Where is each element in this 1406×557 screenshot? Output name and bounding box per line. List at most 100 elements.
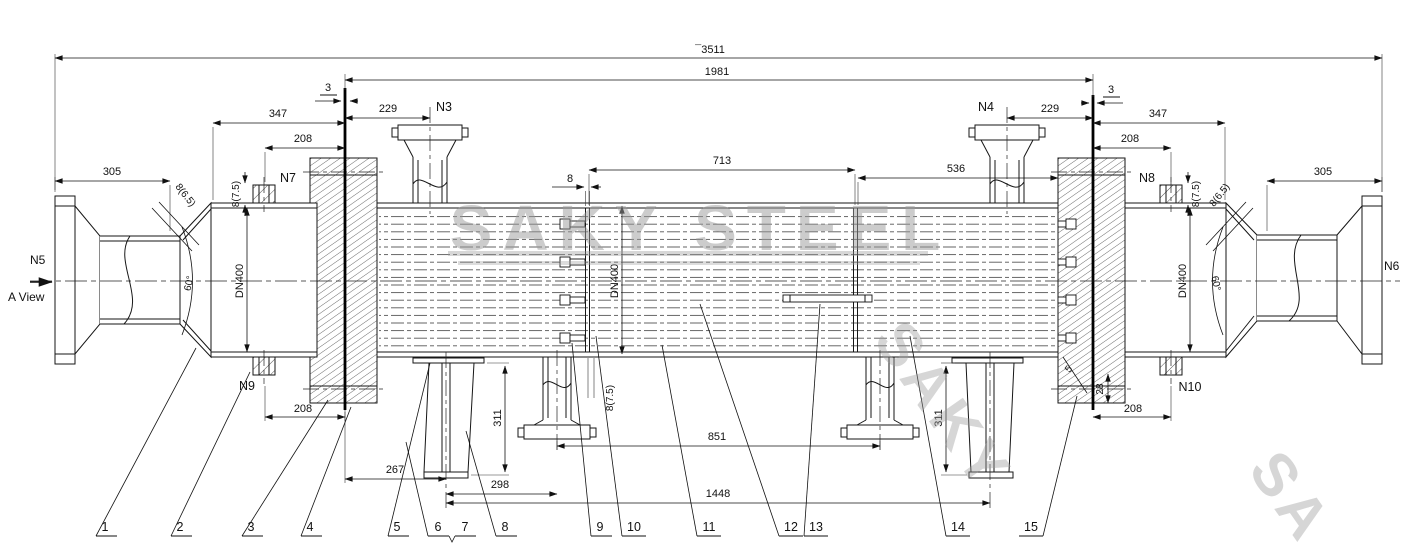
svg-text:713: 713 (713, 155, 731, 167)
svg-text:8(7.5): 8(7.5) (1191, 181, 1202, 207)
tie-rod-nuts-left (559, 218, 586, 344)
part-label: 2 (177, 520, 184, 534)
dimension-347-right: 347 (1092, 108, 1226, 200)
saddle-left (412, 352, 485, 508)
coupling-n10 (1159, 350, 1183, 384)
dimension-8-7.5-bottom-nozzle: 8(7.5) (587, 358, 616, 411)
svg-text:DN400: DN400 (234, 264, 246, 298)
dimension-229-left: 229 (344, 103, 431, 121)
watermark-corner: SA (1236, 439, 1346, 556)
label-n6: N6 (1384, 259, 1400, 273)
part-callouts: 1 2 3 4 5 6 7 8 9 10 11 12 13 14 15 (95, 303, 1078, 543)
dim-1981-label: 1981 (705, 66, 729, 78)
svg-text:5: 5 (1063, 363, 1075, 375)
label-n4: N4 (978, 100, 994, 114)
callout-6-7-brace (448, 535, 456, 543)
svg-text:347: 347 (269, 108, 287, 120)
dimension-5-right-flange: 5 (1062, 356, 1088, 394)
right-reducer-cone (1225, 201, 1258, 359)
svg-text:305: 305 (103, 166, 121, 178)
left-girth-flange-assembly (303, 157, 385, 404)
dimension-536: 536 (857, 161, 1059, 205)
svg-text:28: 28 (1095, 383, 1106, 395)
right-outlet-pipe (1257, 234, 1337, 322)
dimension-208-bottom-right: 208 (1092, 386, 1172, 421)
right-end-flange (1336, 195, 1383, 365)
dim-overall-label: ¯3511 (694, 44, 725, 56)
part-label: 8 (502, 520, 509, 534)
label-n8: N8 (1139, 171, 1155, 185)
svg-text:347: 347 (1149, 108, 1167, 120)
part-label: 7 (462, 520, 469, 534)
svg-text:3: 3 (1108, 84, 1114, 96)
svg-text:311: 311 (492, 409, 504, 427)
label-n7: N7 (280, 171, 296, 185)
svg-text:305: 305 (1314, 166, 1332, 178)
nozzle-break-line (412, 179, 448, 188)
dimension-dn400-middle: DN400 (609, 205, 625, 355)
baffles (585, 208, 858, 352)
dimension-8-baffle: 8 (552, 173, 601, 206)
dimension-1981: 1981 (344, 66, 1094, 97)
svg-text:208: 208 (294, 133, 312, 145)
part-label: 3 (248, 520, 255, 534)
svg-text:DN400: DN400 (1177, 264, 1189, 298)
dimension-dn400-right: DN400 (1177, 207, 1193, 353)
svg-text:8: 8 (567, 173, 573, 185)
right-flange-hub (1336, 204, 1363, 356)
part-label: 10 (627, 520, 641, 534)
tie-rod-nuts-right (1057, 218, 1077, 344)
nozzle-break-line (989, 179, 1025, 188)
part-label: 15 (1024, 520, 1038, 534)
dimension-851: 851 (556, 431, 881, 450)
nozzle-n4 (968, 107, 1046, 214)
dimension-305-left: 305 (54, 166, 171, 231)
svg-text:229: 229 (379, 103, 397, 115)
svg-text:208: 208 (1124, 403, 1142, 415)
svg-text:311: 311 (933, 409, 945, 427)
dimension-229-right: 229 (1006, 103, 1094, 121)
dimension-208-bottom-left: 208 (264, 386, 346, 421)
svg-text:8(6.5): 8(6.5) (173, 182, 198, 209)
part-label: 5 (394, 520, 401, 534)
svg-text:267: 267 (386, 464, 404, 476)
svg-text:8(7.5): 8(7.5) (605, 385, 616, 411)
watermark-bar (458, 261, 920, 265)
dimension-267: 267 (344, 412, 447, 483)
dimension-713: 713 (588, 155, 856, 205)
dimension-dn400-left: DN400 (234, 207, 250, 353)
svg-text:1448: 1448 (706, 488, 730, 500)
svg-text:208: 208 (1121, 133, 1139, 145)
left-inlet-pipe (100, 235, 180, 325)
dimension-overall-3511: ¯3511 (54, 44, 1383, 192)
shell (376, 202, 1059, 358)
pipe-break-line (123, 235, 134, 325)
bottom-nozzle-right (840, 350, 920, 452)
label-n5: N5 (30, 253, 46, 267)
svg-text:536: 536 (947, 163, 965, 175)
label-n9: N9 (239, 379, 255, 393)
watermark-bar (448, 251, 928, 256)
saddle-right (951, 352, 1024, 508)
nozzle-n3 (391, 107, 469, 214)
label-n10: N10 (1179, 380, 1202, 394)
part-label: 14 (951, 520, 965, 534)
svg-text:3: 3 (325, 82, 331, 94)
dimension-311-left: 311 (471, 362, 509, 476)
part-label: 11 (703, 520, 716, 534)
part-label: 6 (435, 520, 442, 534)
dimension-3-left: 3 (315, 82, 358, 104)
coupling-n7 (252, 177, 276, 212)
part-label: 9 (597, 520, 604, 534)
dimension-60deg-left: 60° (181, 226, 197, 336)
part-label: 13 (809, 520, 823, 534)
svg-text:851: 851 (708, 431, 726, 443)
label-n3: N3 (436, 100, 452, 114)
dimension-28-right-flange: 28 (1095, 373, 1111, 404)
dimension-347-left: 347 (212, 108, 346, 200)
part-label: 12 (784, 520, 798, 534)
part-label: 4 (307, 520, 314, 534)
dimension-60deg-right: 60° (1208, 226, 1224, 336)
view-annotation: N5 A View N6 (8, 253, 1400, 304)
